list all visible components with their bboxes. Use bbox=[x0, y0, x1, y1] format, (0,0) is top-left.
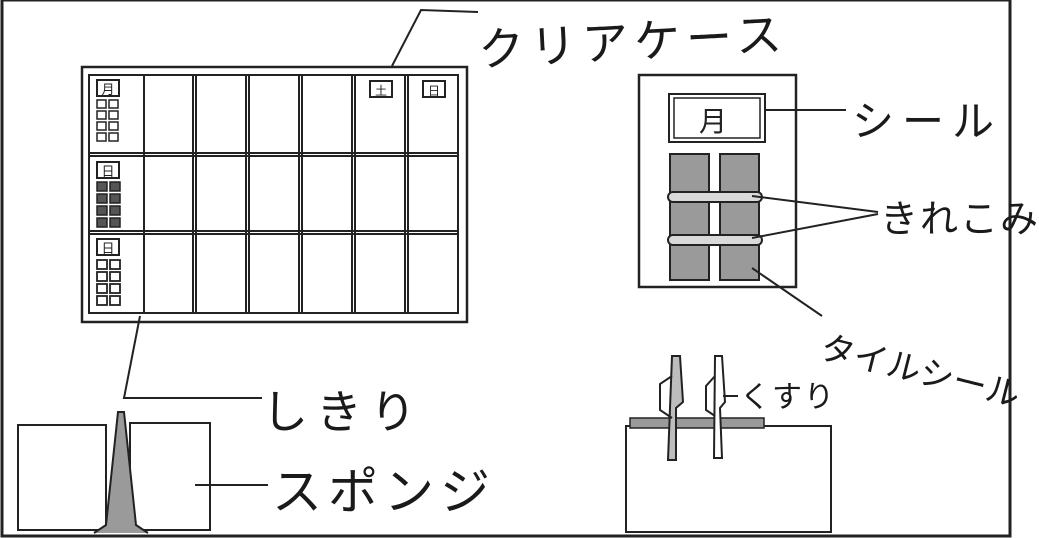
medicine-packet-2 bbox=[712, 355, 727, 459]
slit-leader-line-2 bbox=[751, 213, 879, 239]
row-3-day-label: 日 bbox=[101, 242, 114, 257]
sponge-left bbox=[17, 424, 107, 531]
label-divider: しきり bbox=[262, 385, 424, 439]
seal-inner bbox=[673, 97, 761, 139]
sponge-divider-illustration bbox=[17, 315, 268, 534]
case-outer-frame bbox=[80, 65, 469, 324]
divider-fold bbox=[93, 411, 149, 534]
row-2-label-cell: 日 bbox=[96, 161, 121, 228]
header-day-label-1: 土 bbox=[369, 80, 393, 98]
grid-horizontal-lines bbox=[89, 152, 458, 235]
tile-seals bbox=[669, 153, 760, 281]
label-sponge: スポンジ bbox=[272, 463, 496, 521]
tile-seal-leader-line bbox=[751, 267, 823, 317]
slit-2 bbox=[667, 234, 763, 246]
medicine-packet-1-flap bbox=[659, 375, 673, 419]
grid-vertical-lines bbox=[143, 75, 409, 313]
card-top-edge bbox=[629, 417, 765, 429]
row-3-label-cell: 日 bbox=[96, 238, 121, 306]
label-medicine: くすり bbox=[740, 380, 836, 415]
medication-card: 月 bbox=[637, 73, 879, 317]
row-1-day-label: 月 bbox=[101, 83, 114, 98]
row-1-label-cell: 月 bbox=[96, 79, 120, 142]
label-slit: きれこみ bbox=[880, 197, 1039, 241]
page-border bbox=[0, 0, 1012, 538]
sponge-block bbox=[625, 425, 832, 533]
seal-outer bbox=[668, 93, 766, 143]
svg-text:日: 日 bbox=[428, 84, 440, 98]
case-inner-frame bbox=[88, 74, 459, 314]
slit-leader-line-1 bbox=[751, 195, 879, 213]
label-seal: シール bbox=[852, 97, 1003, 146]
slit-1 bbox=[667, 191, 763, 203]
row-2-day-label: 日 bbox=[101, 165, 114, 180]
card-outer bbox=[637, 73, 798, 289]
medicine-packet-2-flap bbox=[705, 375, 716, 417]
svg-text:土: 土 bbox=[375, 84, 387, 98]
medicine-illustration bbox=[625, 355, 832, 533]
sponge-right bbox=[129, 422, 211, 531]
clear-case-leader-line bbox=[391, 8, 479, 67]
clear-case-grid: 月 日 日 bbox=[80, 8, 479, 324]
medicine-packet-1 bbox=[666, 355, 685, 461]
header-day-label-2: 日 bbox=[422, 80, 446, 98]
seal-day-label: 月 bbox=[699, 105, 727, 138]
divider-leader-line bbox=[122, 315, 262, 399]
